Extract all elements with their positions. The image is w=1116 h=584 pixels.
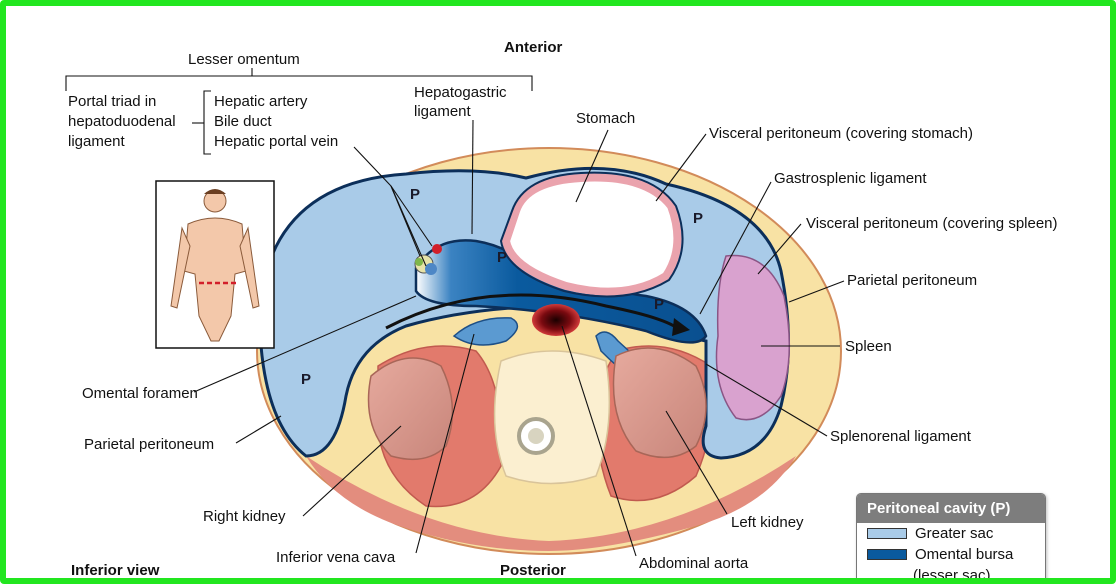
legend-label-lesser-sac: (lesser sac) (913, 567, 991, 584)
label-parietal-peritoneum-right: Parietal peritoneum (847, 272, 977, 289)
label-abdominal-aorta: Abdominal aorta (639, 555, 749, 572)
label-hepatic-portal-vein: Hepatic portal vein (214, 133, 338, 150)
label-hepatogastric-1: Hepatogastric (414, 84, 507, 101)
legend-label-greater-sac: Greater sac (915, 525, 993, 542)
abdominal-aorta (532, 304, 580, 336)
legend-label-omental-bursa: Omental bursa (915, 546, 1013, 563)
label-visceral-peritoneum-spleen: Visceral peritoneum (covering spleen) (806, 215, 1058, 232)
stomach (506, 178, 677, 292)
label-inferior-view: Inferior view (71, 562, 160, 579)
legend-item-omental-bursa: Omental bursa (857, 544, 1045, 565)
legend-item-greater-sac: Greater sac (857, 523, 1045, 544)
spinal-cord-core (528, 428, 544, 444)
label-portal-triad-2: hepatoduodenal (68, 113, 176, 130)
label-bile-duct: Bile duct (214, 113, 272, 130)
label-portal-triad-3: ligament (68, 133, 126, 150)
label-splenorenal-ligament: Splenorenal ligament (830, 428, 972, 445)
p-mark-5: P (301, 371, 311, 388)
label-lesser-omentum: Lesser omentum (188, 51, 300, 68)
label-spleen: Spleen (845, 338, 892, 355)
label-posterior: Posterior (500, 562, 566, 579)
vertebral-body (495, 351, 610, 484)
label-parietal-peritoneum-left: Parietal peritoneum (84, 436, 214, 453)
label-inferior-vena-cava: Inferior vena cava (276, 549, 396, 566)
orientation-inset (156, 181, 274, 348)
label-portal-triad-1: Portal triad in (68, 93, 156, 110)
label-visceral-peritoneum-stomach: Visceral peritoneum (covering stomach) (709, 125, 973, 142)
label-left-kidney: Left kidney (731, 514, 804, 531)
p-mark-4: P (654, 296, 664, 313)
legend-title: Peritoneal cavity (P) (857, 494, 1045, 523)
portal-triad-bracket (204, 91, 211, 154)
label-omental-foramen: Omental foramen (82, 385, 198, 402)
p-mark-2: P (693, 210, 703, 227)
label-anterior: Anterior (504, 39, 563, 56)
label-stomach: Stomach (576, 110, 635, 127)
label-hepatic-artery: Hepatic artery (214, 93, 308, 110)
p-mark-1: P (410, 186, 420, 203)
legend: Peritoneal cavity (P) Greater sac Omenta… (856, 493, 1046, 584)
label-gastrosplenic-ligament: Gastrosplenic ligament (774, 170, 927, 187)
label-right-kidney: Right kidney (203, 508, 286, 525)
legend-swatch-greater-sac (867, 528, 907, 539)
legend-item-lesser-sac: (lesser sac) (857, 565, 1045, 584)
p-mark-3: P (497, 249, 507, 266)
label-hepatogastric-2: ligament (414, 103, 472, 120)
legend-swatch-omental-bursa (867, 549, 907, 560)
